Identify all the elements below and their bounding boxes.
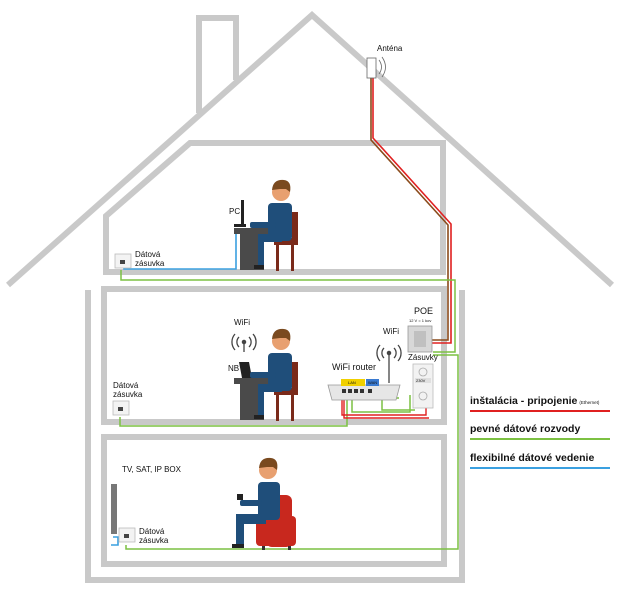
poe-spec-label: 12 V = 1 kov — [409, 318, 431, 323]
pc-icon — [234, 200, 246, 227]
person-pc — [250, 179, 298, 271]
data-outlet-mid — [112, 400, 130, 416]
person-nb — [250, 328, 298, 421]
legend-item-flexible: flexibilné dátové vedenie — [470, 452, 594, 464]
legend-item-install: inštalácia - pripojenie(Ethernet) — [470, 395, 600, 407]
wifi-nb-label: WiFi — [234, 318, 250, 327]
wifi-router-label: WiFi router — [332, 362, 376, 372]
legend: inštalácia - pripojenie(Ethernet) pevné … — [470, 395, 610, 469]
wifi-signal-router-icon — [376, 344, 402, 383]
pc-label: PC — [229, 207, 240, 216]
outlet-top-label-2: zásuvka — [135, 259, 165, 268]
wifi-signal-nb-icon — [231, 333, 257, 352]
person-armchair — [232, 457, 296, 550]
notebook-icon — [239, 362, 252, 378]
tv-box-label: TV, SAT, IP BOX — [122, 465, 182, 474]
antenna-label: Anténa — [377, 44, 403, 53]
outlet-bot-label-1: Dátová — [139, 527, 165, 536]
poe-label: POE — [414, 306, 433, 316]
wan-label: WAN — [368, 380, 377, 385]
outlet-top-label-1: Dátová — [135, 250, 161, 259]
house-outline — [6, 10, 615, 583]
antenna-cable — [370, 78, 452, 344]
fixed-data-lines — [119, 270, 459, 550]
lan-label: LAN — [348, 380, 356, 385]
outlet-mid-label-2: zásuvka — [113, 390, 143, 399]
antenna-icon — [366, 56, 386, 79]
tv-icon — [111, 484, 117, 534]
poe-adapter-icon — [407, 325, 433, 353]
outlets-label: Zásuvky — [408, 353, 438, 362]
legend-item-fixed: pevné dátové rozvody — [470, 423, 580, 435]
data-outlet-bot — [118, 527, 136, 543]
outlet-bot-label-2: zásuvka — [139, 536, 169, 545]
outlet-mid-label-1: Dátová — [113, 381, 139, 390]
wifi-router-icon — [327, 379, 401, 401]
data-outlet-top — [114, 253, 132, 269]
power-outlets-icon — [412, 363, 434, 409]
outlet-230-label: 230V — [416, 378, 426, 383]
nb-label: NB — [228, 364, 239, 373]
wifi-router-top-label: WiFi — [383, 327, 399, 336]
